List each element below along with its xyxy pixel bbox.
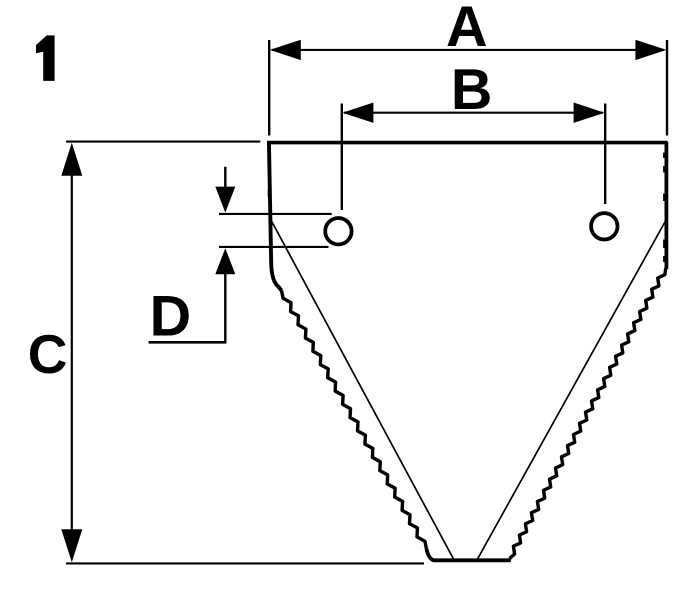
svg-text:D: D — [150, 285, 192, 349]
svg-text:A: A — [446, 0, 488, 59]
svg-text:B: B — [451, 58, 493, 122]
svg-text:C: C — [28, 323, 68, 385]
